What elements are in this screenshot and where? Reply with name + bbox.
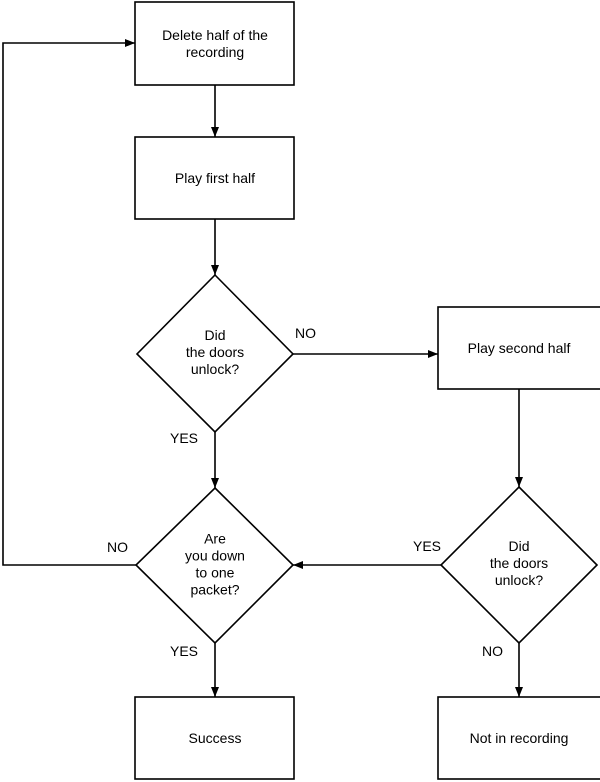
terminal-success-label-line: Success: [189, 730, 242, 746]
decision-doors-unlock-second-label-line: the doors: [490, 555, 548, 571]
decision-doors-unlock-first-label-line: the doors: [186, 344, 244, 360]
decision-doors-unlock-second-label-line: unlock?: [495, 572, 543, 588]
terminal-success-label: Success: [189, 730, 242, 746]
label-doors-2-yes: YES: [413, 538, 441, 554]
decision-one-packet-label-line: you down: [185, 548, 245, 564]
terminal-not-in-recording-label-line: Not in recording: [470, 730, 569, 746]
process-play-first-half-label-line: Play first half: [175, 170, 255, 186]
label-doors-1-yes: YES: [170, 430, 198, 446]
label-packet-yes: YES: [170, 643, 198, 659]
decision-doors-unlock-first-label-line: Did: [204, 327, 225, 343]
edges: [2, 39, 523, 697]
terminal-not-in-recording: Not in recording: [437, 696, 600, 780]
process-play-second-half: Play second half: [437, 306, 600, 390]
process-play-first-half: Play first half: [134, 136, 295, 220]
decision-one-packet-label-line: Are: [204, 531, 226, 547]
process-delete-half-label-line: recording: [186, 44, 244, 60]
label-doors-1-no: NO: [295, 325, 316, 341]
decision-doors-unlock-second-label-line: Did: [508, 538, 529, 554]
decision-one-packet-label-line: packet?: [190, 582, 239, 598]
label-packet-no: NO: [107, 539, 128, 555]
process-play-second-half-label-line: Play second half: [468, 340, 571, 356]
label-doors-2-no: NO: [482, 643, 503, 659]
process-delete-half-label-line: Delete half of the: [162, 27, 268, 43]
terminal-success: Success: [134, 696, 295, 780]
terminal-not-in-recording-label: Not in recording: [470, 730, 569, 746]
decision-one-packet-label-line: to one: [196, 565, 235, 581]
decision-doors-unlock-first-label-line: unlock?: [191, 361, 239, 377]
edge-labels: NO YES YES NO NO YES: [107, 325, 503, 659]
process-play-first-half-label: Play first half: [175, 170, 255, 186]
edge-decision-packet-no-loop-to-delete: [2, 39, 136, 566]
process-play-second-half-label: Play second half: [468, 340, 571, 356]
